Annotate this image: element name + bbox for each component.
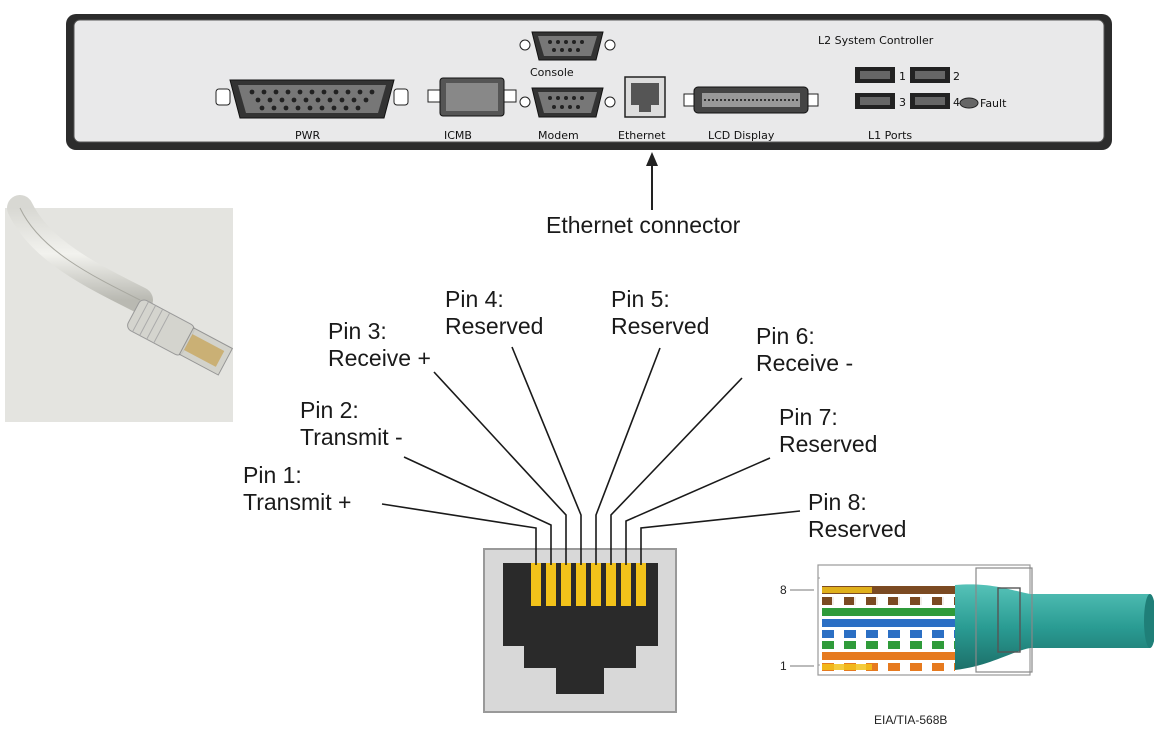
- eia-plug-diagram: 8 1 EIA/TIA-568B: [780, 564, 1154, 727]
- pin-7-function: Reserved: [779, 431, 878, 457]
- console-label: Console: [530, 66, 574, 79]
- pin-1-number: Pin 1:: [243, 462, 302, 488]
- fault-label: Fault: [980, 97, 1007, 110]
- l1-label: L1 Ports: [868, 129, 912, 142]
- pin-2-label: Pin 2: Transmit -: [300, 397, 403, 451]
- pin-6-number: Pin 6:: [756, 323, 815, 349]
- lcd-label: LCD Display: [708, 129, 775, 142]
- l1-num-1: 1: [899, 70, 906, 83]
- l1-num-4: 4: [953, 96, 960, 109]
- callout-arrow: [646, 152, 658, 210]
- pin-3-label: Pin 3: Receive +: [328, 318, 431, 372]
- rj45-jack: [483, 548, 677, 713]
- pin-5-number: Pin 5:: [611, 286, 670, 312]
- pin-1-function: Transmit +: [243, 489, 352, 515]
- pin-5-function: Reserved: [611, 313, 710, 339]
- pin-4-number: Pin 4:: [445, 286, 504, 312]
- l1-num-3: 3: [899, 96, 906, 109]
- rj45-cable-photo: [5, 195, 234, 422]
- pin-8-number: Pin 8:: [808, 489, 867, 515]
- pin-2-function: Transmit -: [300, 424, 403, 450]
- controller-panel: L2 System Controller PWR ICMB: [66, 14, 1112, 150]
- icmb-label: ICMB: [444, 129, 472, 142]
- pin-7-label: Pin 7: Reserved: [779, 404, 877, 458]
- plug-caption: EIA/TIA-568B: [874, 713, 947, 727]
- pin-7-number: Pin 7:: [779, 404, 838, 430]
- ethernet-label: Ethernet: [618, 129, 666, 142]
- pin-5-label: Pin 5: Reserved: [611, 286, 709, 340]
- lcd-port: LCD Display: [683, 86, 819, 142]
- pin-1-label: Pin 1: Transmit +: [243, 462, 351, 516]
- pin-8-label: Pin 8: Reserved: [808, 489, 906, 543]
- modem-label: Modem: [538, 129, 579, 142]
- plug-pin-1-label: 1: [780, 659, 787, 673]
- pin-3-function: Receive +: [328, 345, 431, 371]
- plug-pin-8-label: 8: [780, 583, 787, 597]
- l1-ports: 1 2 3 4 Fault L1 Ports: [855, 67, 1007, 142]
- pin-8-function: Reserved: [808, 516, 907, 542]
- console-port: Console: [519, 31, 616, 79]
- pin-6-label: Pin 6: Receive -: [756, 323, 853, 377]
- ethernet-connector-callout: Ethernet connector: [546, 212, 741, 238]
- pin-4-function: Reserved: [445, 313, 544, 339]
- pin-2-number: Pin 2:: [300, 397, 359, 423]
- pin-3-number: Pin 3:: [328, 318, 387, 344]
- pin-leader-lines: [381, 346, 801, 565]
- panel-title: L2 System Controller: [818, 34, 934, 47]
- pwr-label: PWR: [295, 129, 321, 142]
- l1-num-2: 2: [953, 70, 960, 83]
- ethernet-port: Ethernet: [618, 76, 666, 142]
- pin-6-function: Receive -: [756, 350, 854, 376]
- pwr-port: PWR: [215, 79, 409, 142]
- jack-pins: [531, 563, 646, 606]
- pin-4-label: Pin 4: Reserved: [445, 286, 543, 340]
- modem-port: Modem: [519, 87, 616, 142]
- icmb-port: ICMB: [427, 77, 517, 142]
